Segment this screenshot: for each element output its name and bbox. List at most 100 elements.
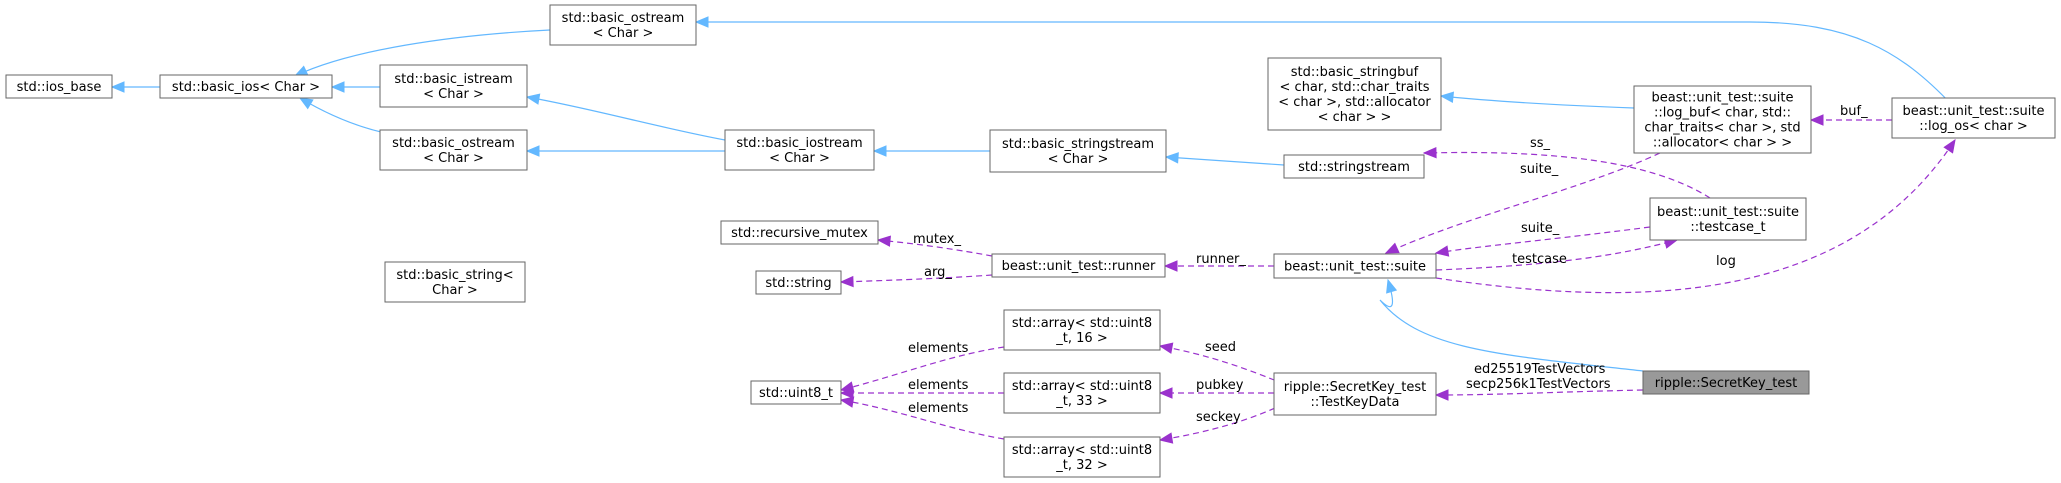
node-secretkey-test[interactable]: ripple::SecretKey_test — [1642, 370, 1810, 395]
edge-seckey — [1160, 403, 1285, 440]
node-label-line: _t, 32 > — [1055, 458, 1107, 473]
edge-label-arg: arg_ — [924, 265, 952, 280]
node-label-line: std::basic_ostream — [392, 136, 515, 151]
node-basic-ostream-mid[interactable]: std::basic_ostream< Char > — [379, 129, 528, 171]
edge-label-suite-from-testcase: suite_ — [1521, 221, 1560, 236]
node-label-line: ::TestKeyData — [1311, 395, 1400, 410]
node-box — [989, 129, 1167, 173]
node-uint8[interactable]: std::uint8_t — [750, 380, 842, 405]
node-testkeydata[interactable]: ripple::SecretKey_test::TestKeyData — [1273, 372, 1437, 416]
node-box — [159, 74, 333, 99]
node-label-line: std::ios_base — [17, 80, 102, 95]
edge-elements-32 — [841, 400, 1005, 440]
node-label-line: std::basic_stringbuf — [1291, 65, 1419, 80]
edge-label-pubkey: pubkey — [1196, 378, 1244, 393]
node-box — [1003, 436, 1161, 478]
node-testcase-t[interactable]: beast::unit_test::suite::testcase_t — [1649, 197, 1807, 241]
node-box — [1649, 197, 1807, 241]
node-label-line: std::basic_iostream — [736, 136, 862, 151]
usage-edges — [841, 120, 1955, 440]
node-basic-string[interactable]: std::basic_string<Char > — [384, 261, 526, 303]
node-label-line: < char, std::char_traits — [1280, 80, 1430, 95]
node-log-buf[interactable]: beast::unit_test::suite::log_buf< char, … — [1633, 85, 1812, 154]
edge-labels: buf_ ss_ suite_ suite_ testcase log mute… — [908, 104, 1868, 425]
edge-label-suite-from-log-buf: suite_ — [1520, 162, 1559, 177]
node-label-line: beast::unit_test::suite — [1652, 91, 1794, 106]
node-basic-ostream-top[interactable]: std::basic_ostream< Char > — [549, 4, 697, 46]
node-box — [1633, 85, 1812, 154]
edge-ostream-top-to-basic-ios — [295, 29, 551, 76]
node-label-line: Char > — [432, 283, 478, 298]
edge-ss — [1424, 153, 1711, 199]
node-box — [724, 129, 875, 171]
node-box — [1273, 253, 1437, 279]
edge-secretkey-test-to-suite — [1379, 280, 1644, 372]
edge-mutex — [878, 240, 993, 257]
node-stringstream[interactable]: std::stringstream — [1283, 154, 1425, 179]
edge-label-buf: buf_ — [1840, 104, 1868, 119]
node-box — [384, 261, 526, 303]
node-box — [1283, 154, 1425, 179]
node-label-line: ::testcase_t — [1690, 220, 1765, 235]
edge-stringstream-to-tmpl — [1166, 157, 1285, 166]
node-array-32[interactable]: std::array< std::uint8_t, 32 > — [1003, 436, 1161, 478]
node-label-line: beast::unit_test::suite — [1657, 205, 1799, 220]
edge-ostream-mid-to-basic-ios — [300, 98, 386, 134]
node-recursive-mutex[interactable]: std::recursive_mutex — [720, 220, 879, 245]
node-box — [755, 270, 842, 295]
edge-log — [1435, 140, 1955, 294]
node-label-line: std::array< std::uint8 — [1012, 316, 1152, 331]
edge-testcase — [1435, 240, 1677, 271]
edge-label-elements-16: elements — [908, 341, 969, 356]
edge-test-vectors — [1436, 390, 1644, 395]
node-suite[interactable]: beast::unit_test::suite — [1273, 253, 1437, 279]
node-label-line: ripple::SecretKey_test — [1284, 380, 1426, 395]
node-label-line: ripple::SecretKey_test — [1655, 376, 1797, 391]
node-label-line: std::uint8_t — [759, 386, 833, 401]
node-label-line: std::basic_stringstream — [1002, 137, 1154, 152]
node-label-line: < char >, std::allocator — [1278, 95, 1431, 110]
edge-label-ed25519-test-vectors: ed25519TestVectors — [1474, 362, 1606, 377]
node-box — [720, 220, 879, 245]
node-label-line: std::basic_istream — [394, 72, 512, 87]
edge-label-elements-33: elements — [908, 378, 969, 393]
edge-label-mutex: mutex_ — [913, 232, 961, 247]
node-ios-base[interactable]: std::ios_base — [5, 74, 113, 99]
edge-label-seed: seed — [1205, 340, 1236, 355]
node-log-os[interactable]: beast::unit_test::suite::log_os< char > — [1891, 97, 2056, 139]
node-label-line: ::log_os< char > — [1919, 119, 2028, 134]
node-array-33[interactable]: std::array< std::uint8_t, 33 > — [1003, 372, 1161, 414]
node-box — [1003, 372, 1161, 414]
node-label-line: < char > > — [1318, 110, 1392, 125]
node-label-line: std::stringstream — [1298, 160, 1410, 175]
node-basic-iostream[interactable]: std::basic_iostream< Char > — [724, 129, 875, 171]
edge-suite-from-testcase — [1436, 226, 1651, 253]
node-array-16[interactable]: std::array< std::uint8_t, 16 > — [1003, 309, 1161, 351]
node-label-line: < Char > — [769, 151, 830, 166]
node-basic-stringbuf[interactable]: std::basic_stringbuf< char, std::char_tr… — [1267, 57, 1442, 131]
node-box — [1267, 57, 1442, 131]
node-label-line: _t, 33 > — [1055, 394, 1107, 409]
node-box — [379, 129, 528, 171]
edge-iostream-to-istream — [527, 97, 726, 141]
edge-log-buf-to-stringbuf — [1441, 96, 1635, 109]
inheritance-edges — [112, 22, 1953, 372]
node-label-line: beast::unit_test::runner — [1002, 259, 1156, 274]
edge-label-seckey: seckey — [1196, 410, 1241, 425]
edge-elements-16 — [841, 346, 1005, 390]
node-label-line: < Char > — [593, 26, 654, 41]
node-runner[interactable]: beast::unit_test::runner — [991, 253, 1166, 278]
node-box — [991, 253, 1166, 278]
node-box — [750, 380, 842, 405]
node-label-line: std::array< std::uint8 — [1012, 443, 1152, 458]
node-basic-stringstream[interactable]: std::basic_stringstream< Char > — [989, 129, 1167, 173]
node-label-line: std::recursive_mutex — [731, 226, 868, 241]
class-nodes: std::ios_base std::basic_ios< Char > std… — [5, 4, 2056, 478]
node-basic-ios[interactable]: std::basic_ios< Char > — [159, 74, 333, 99]
node-basic-istream[interactable]: std::basic_istream< Char > — [379, 64, 528, 108]
edge-label-ss: ss_ — [1530, 136, 1551, 151]
node-string[interactable]: std::string — [755, 270, 842, 295]
edge-label-testcase: testcase — [1512, 252, 1567, 267]
node-box — [1642, 370, 1810, 395]
